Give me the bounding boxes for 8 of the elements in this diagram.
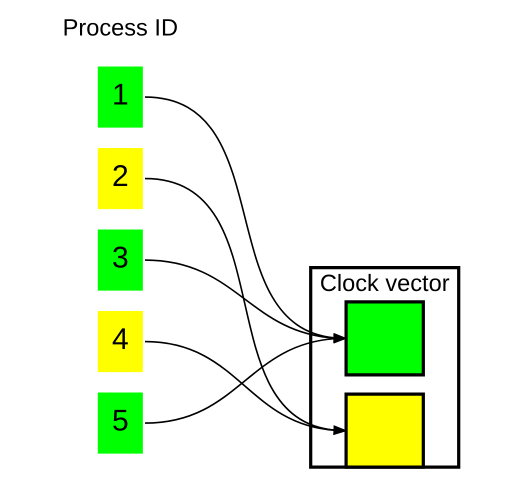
node-box: 4 [96, 310, 144, 374]
node-box: 3 [96, 228, 144, 292]
node-box: 5 [96, 391, 144, 455]
node-box: 2 [96, 146, 144, 210]
node-box [344, 392, 425, 469]
label: Process ID [62, 14, 178, 40]
node-box: 1 [96, 65, 144, 129]
node-box [344, 300, 425, 376]
